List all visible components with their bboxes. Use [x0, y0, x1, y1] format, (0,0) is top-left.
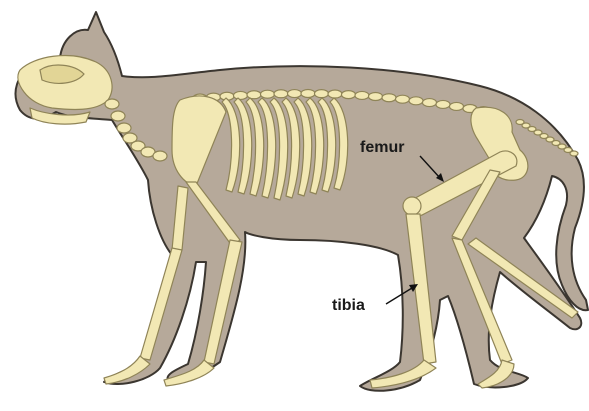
vertebra: [301, 89, 315, 97]
femur-label: femur: [360, 139, 404, 156]
vertebra: [117, 123, 131, 133]
vertebra: [105, 99, 119, 109]
vertebra: [328, 90, 342, 98]
vertebra: [274, 90, 288, 98]
tibia-label: tibia: [332, 297, 365, 314]
vertebra: [355, 91, 369, 99]
vertebra: [234, 91, 248, 99]
vertebra: [342, 91, 356, 99]
vertebra: [261, 90, 275, 98]
vertebra: [315, 90, 329, 98]
vertebra: [570, 151, 578, 156]
vertebra: [436, 100, 450, 108]
vertebra: [111, 111, 125, 121]
vertebra: [369, 92, 383, 100]
vertebra: [396, 95, 410, 103]
vertebra: [450, 102, 464, 110]
vertebra: [409, 97, 423, 105]
vertebra: [153, 151, 167, 161]
vertebra: [382, 94, 396, 102]
vertebra: [423, 99, 437, 107]
vertebra: [288, 90, 302, 98]
vertebra: [247, 91, 261, 99]
